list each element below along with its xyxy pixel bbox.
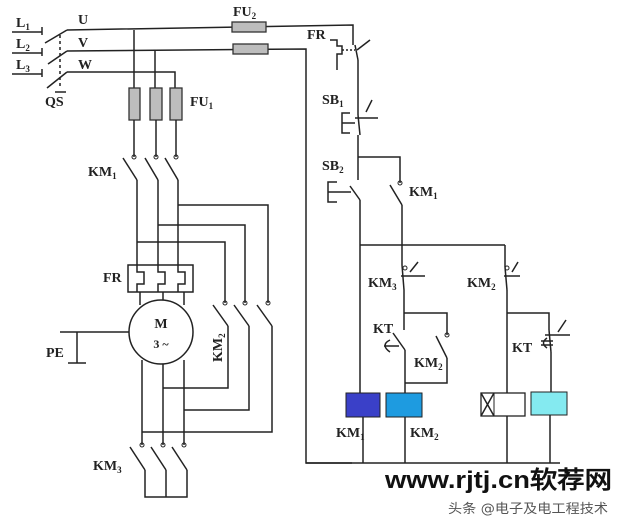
- coil-km1: [345, 392, 381, 418]
- label-km2-nc: KM2: [467, 276, 496, 292]
- motor-phase: 3 ~: [153, 337, 169, 351]
- label-km1-hold: KM1: [409, 185, 438, 201]
- label-coil-km2: KM2: [410, 426, 439, 442]
- label-fr-ctrl: FR: [307, 28, 327, 43]
- thermal-relay-fr: [127, 264, 194, 293]
- motor-name: M: [154, 317, 167, 332]
- label-kt-nc: KT: [512, 341, 533, 356]
- label-fr-power: FR: [103, 271, 123, 286]
- label-coil-km1: KM1: [336, 426, 365, 442]
- label-sb1: SB1: [322, 93, 344, 109]
- label-v: V: [78, 36, 88, 51]
- label-l3: L3: [16, 58, 30, 74]
- label-pe: PE: [46, 346, 64, 361]
- power-circuit: [60, 120, 273, 498]
- fuse-fu1-3: [169, 87, 183, 121]
- qs-switch: QS: [44, 29, 68, 110]
- label-l1: L1: [16, 16, 30, 32]
- motor: [128, 299, 194, 365]
- label-kt-no: KT: [373, 322, 394, 337]
- label-km2-hold: KM2: [414, 356, 443, 372]
- watermark-author: 头条 @电子及电工程技术: [448, 501, 608, 517]
- fuse-fu2-v: [232, 43, 269, 55]
- label-fu1: FU1: [190, 95, 214, 111]
- label-l2: L2: [16, 37, 30, 53]
- control-circuit: [306, 39, 570, 464]
- label-km3-nc: KM3: [368, 276, 397, 292]
- fuse-fu2-u: [231, 21, 267, 33]
- label-km1-power: KM1: [88, 165, 117, 181]
- label-km2-power: KM2: [211, 333, 227, 362]
- supply-inputs: L1 L2 L3: [12, 16, 43, 77]
- label-km3-power: KM3: [93, 459, 122, 475]
- coil-kt: [480, 392, 526, 417]
- bus-lines: [66, 24, 354, 464]
- label-fu2: FU2: [233, 5, 257, 21]
- coil-km3: [530, 391, 568, 416]
- fuse-fu1-2: [149, 87, 163, 121]
- label-u: U: [78, 13, 88, 28]
- coil-km2: [385, 392, 423, 418]
- fuse-fu1-1: [128, 87, 141, 121]
- label-w: W: [78, 58, 92, 73]
- label-qs: QS: [45, 95, 64, 110]
- label-sb2: SB2: [322, 159, 344, 175]
- watermark-site: www.rjtj.cn软荐网: [384, 466, 612, 494]
